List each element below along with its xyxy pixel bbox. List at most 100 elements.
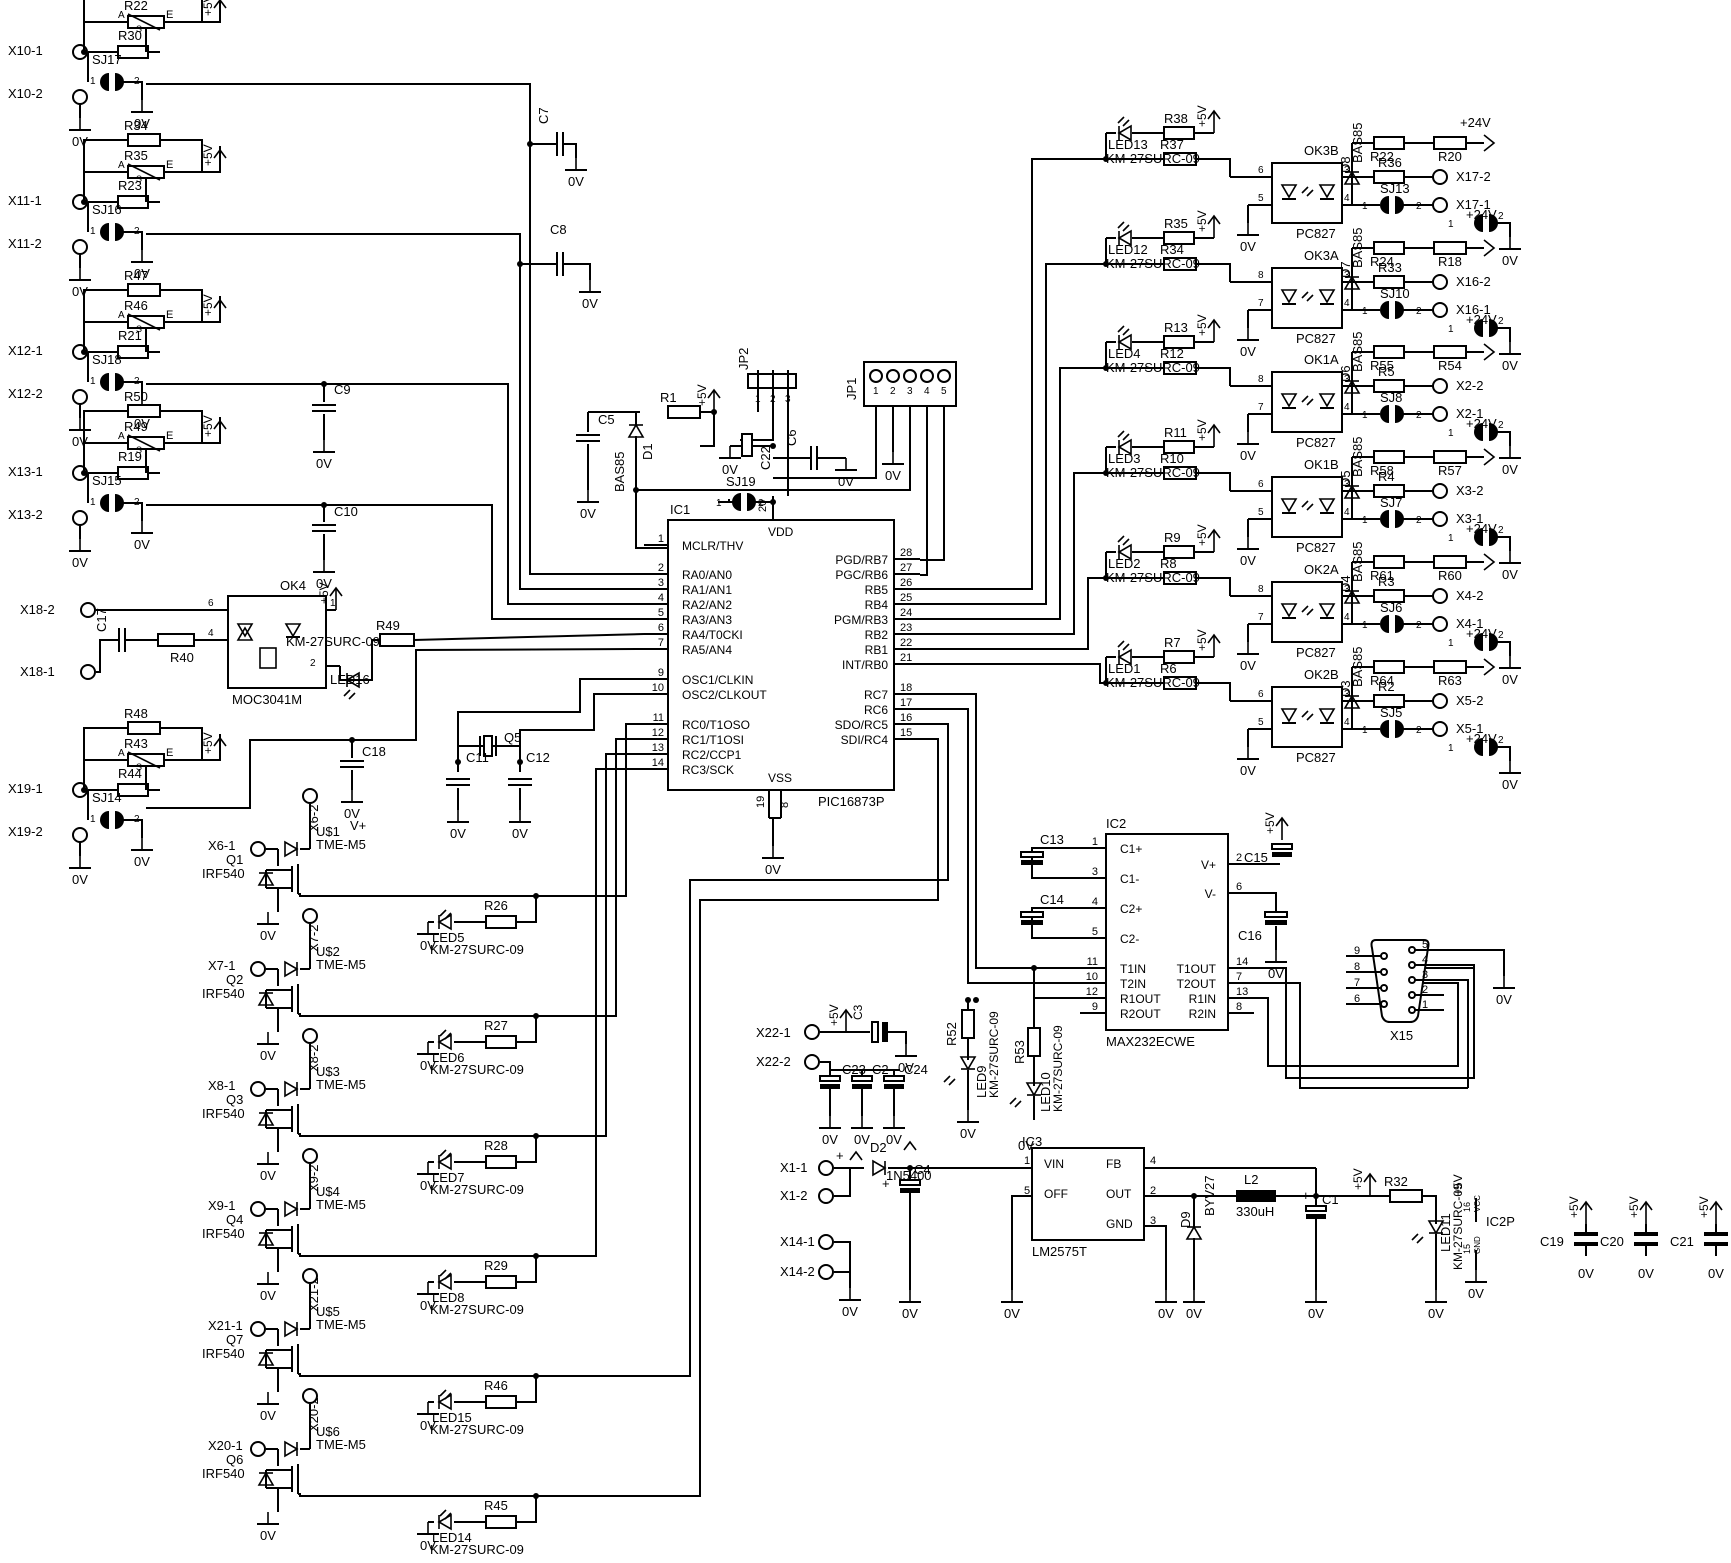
- label: C11: [466, 750, 489, 765]
- resistor: [127, 404, 161, 418]
- led-arrow: [1122, 119, 1130, 127]
- label: R28: [484, 1138, 508, 1153]
- label: R61: [1370, 568, 1394, 583]
- label: +: [882, 1176, 890, 1191]
- label: R2: [1378, 679, 1395, 694]
- label: Q3: [226, 1092, 243, 1107]
- resistor: [127, 283, 161, 297]
- label: +24V: [1466, 626, 1497, 641]
- ground-label: 0V: [1240, 239, 1256, 254]
- supply-label: +5V: [1195, 524, 1209, 546]
- label: 10: [652, 682, 664, 694]
- ground-label: 0V: [582, 296, 598, 311]
- label: C19: [1540, 1234, 1564, 1249]
- label: SJ19: [726, 474, 756, 489]
- resistor: [667, 405, 701, 419]
- label: TME-M5: [316, 1077, 366, 1092]
- solder-jumper: [1395, 196, 1404, 214]
- label: X5-1: [1456, 721, 1483, 736]
- label: 4: [1344, 612, 1350, 623]
- pin-label: RC7: [864, 688, 888, 702]
- led-arrow: [1301, 500, 1309, 508]
- label: X11-2: [8, 236, 42, 251]
- ground-label: 0V: [822, 1132, 838, 1147]
- diode: [257, 991, 275, 1006]
- label: C14: [1040, 892, 1064, 907]
- resistor: [1373, 660, 1405, 674]
- resistor: [127, 436, 165, 450]
- label: FB: [1106, 1157, 1121, 1171]
- supply-arrow: [1483, 658, 1496, 676]
- ground-label: 0V: [1240, 553, 1256, 568]
- label: VIN: [1044, 1157, 1064, 1171]
- label: X11-1: [8, 193, 42, 208]
- label: 3: [1344, 165, 1350, 176]
- ground-label: 0V: [420, 1058, 436, 1073]
- led-arrow: [444, 912, 452, 920]
- resistor: [485, 1395, 517, 1409]
- diode: [1117, 333, 1132, 351]
- label: 7: [1258, 612, 1264, 623]
- resistor: [127, 15, 165, 29]
- label: KM-27SURC-09: [430, 1062, 524, 1077]
- ground-label: 0V: [344, 806, 360, 821]
- supply-arrow: [1639, 1200, 1653, 1211]
- label: 26: [900, 577, 912, 589]
- label: 2: [1236, 852, 1242, 864]
- electrolytic-capacitor: [1264, 911, 1288, 918]
- jp1-pin: [920, 369, 934, 383]
- led-arrow: [1122, 328, 1130, 336]
- connector-pad: [1432, 693, 1448, 709]
- label: IC2: [1106, 816, 1126, 831]
- db9-pin: [1380, 952, 1388, 960]
- ground-label: 0V: [1428, 1306, 1444, 1321]
- label: A: [118, 310, 125, 321]
- diode: [437, 1513, 452, 1531]
- label: 0V: [1018, 1138, 1034, 1153]
- pot-wiper: [127, 434, 161, 452]
- label: 7: [658, 637, 664, 649]
- ground-label: 0V: [1186, 1306, 1202, 1321]
- label: X6-1: [208, 838, 235, 853]
- label: 3: [1344, 584, 1350, 595]
- opto-detector: [1318, 708, 1336, 723]
- label: 5: [1422, 939, 1428, 951]
- label: X1-1: [780, 1160, 807, 1175]
- led-arrow: [444, 1392, 452, 1400]
- decoupling-cap: [1574, 1232, 1598, 1236]
- label: 2: [1498, 420, 1504, 431]
- label: +: [836, 1148, 844, 1163]
- connector-pad: [302, 908, 318, 924]
- label: X9-1: [208, 1198, 235, 1213]
- label: VDD: [768, 525, 794, 539]
- label: 1: [1092, 836, 1098, 848]
- label: R58: [1370, 463, 1394, 478]
- rs232-leds: R52LED9KM-27SURC-090VR53LED10KM-27SURC-0…: [920, 708, 1065, 1153]
- label: 1: [1448, 533, 1454, 544]
- wire: [834, 1168, 851, 1197]
- label: C8: [550, 222, 567, 237]
- wire: [920, 458, 945, 561]
- opto-body: [1271, 686, 1343, 748]
- label: 25: [900, 592, 912, 604]
- label: +24V: [1460, 115, 1491, 130]
- label: C12: [526, 750, 550, 765]
- wire: [366, 639, 380, 681]
- led-arrow: [1301, 291, 1309, 299]
- label: VSS: [768, 771, 792, 785]
- label: 9: [658, 667, 664, 679]
- junction-dot: [770, 499, 776, 505]
- label: 7: [1354, 977, 1360, 989]
- supply-label: +5V: [1195, 419, 1209, 441]
- pin-label: V-: [1205, 887, 1216, 901]
- label: R33: [1378, 260, 1402, 275]
- label: R37: [1160, 137, 1184, 152]
- ok4-body: [227, 595, 327, 689]
- label: 3: [1092, 866, 1098, 878]
- solder-jumper: [1489, 423, 1498, 441]
- led-arrow: [1306, 398, 1314, 406]
- label: 2: [1416, 725, 1422, 736]
- label: R53: [1012, 1040, 1027, 1064]
